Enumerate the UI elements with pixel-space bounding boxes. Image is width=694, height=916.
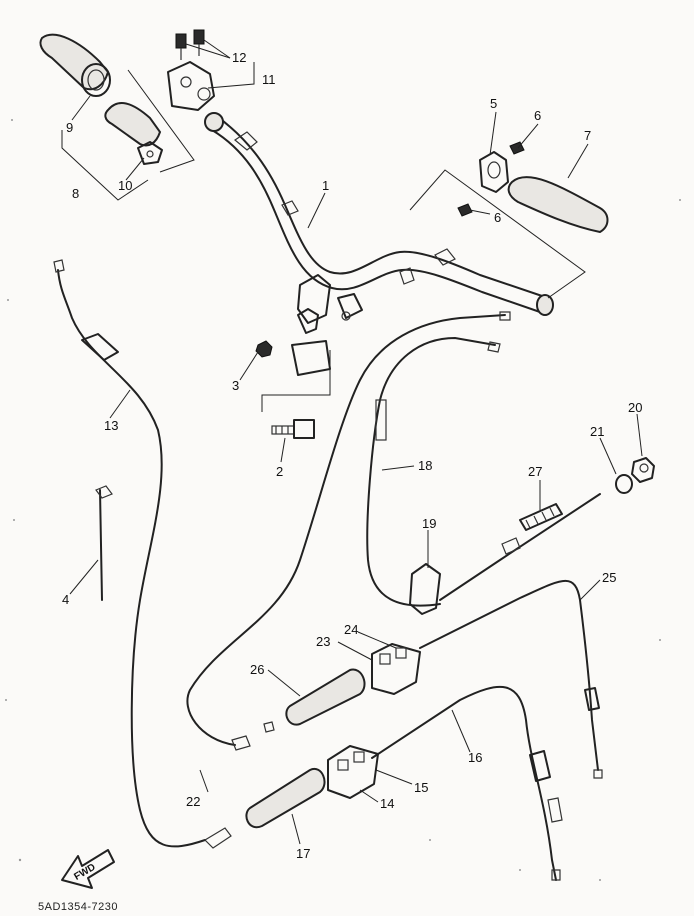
callout-10: 10	[118, 178, 132, 193]
callout-16: 16	[468, 750, 482, 765]
callout-18: 18	[418, 458, 432, 473]
callout-12: 12	[232, 50, 246, 65]
callout-1: 1	[322, 178, 329, 193]
leader-lines	[69, 39, 643, 845]
callout-labels: 1 2 3 4 5 6 6 7 8 9 10 11 12 13 14 15 16…	[62, 50, 642, 861]
callout-11: 11	[262, 72, 276, 87]
scan-noise	[5, 119, 681, 881]
drawing-code: 5AD1354-7230	[38, 901, 118, 913]
bolt	[271, 419, 315, 439]
clutch-cable	[419, 580, 603, 779]
sleeve	[285, 668, 366, 726]
throttle-housing	[167, 29, 255, 111]
callout-5: 5	[490, 96, 497, 111]
lower-cable	[371, 686, 563, 881]
callout-4: 4	[62, 592, 69, 607]
bracket-holder	[261, 350, 331, 412]
callout-6-lower: 6	[494, 210, 501, 225]
callout-15: 15	[414, 780, 428, 795]
handlebar-holder	[291, 274, 363, 376]
fwd-arrow	[61, 849, 115, 889]
callout-9: 9	[66, 120, 73, 135]
lower-switch-assembly	[327, 745, 379, 799]
throttle-cable	[186, 311, 511, 751]
callout-26: 26	[250, 662, 264, 677]
locknut	[615, 474, 633, 494]
callout-3: 3	[232, 378, 239, 393]
adjuster-cap	[631, 457, 655, 483]
callout-24: 24	[344, 622, 358, 637]
right-grip-assembly	[409, 141, 609, 299]
handlebar	[204, 112, 554, 316]
callout-23: 23	[316, 634, 330, 649]
switch-assembly	[371, 643, 421, 695]
callout-17: 17	[296, 846, 310, 861]
callout-22: 22	[186, 794, 200, 809]
callout-6-upper: 6	[534, 108, 541, 123]
left-grip-assembly	[39, 33, 195, 201]
lower-sleeve	[245, 767, 326, 829]
callout-20: 20	[628, 400, 642, 415]
callout-14: 14	[380, 796, 394, 811]
callout-8: 8	[72, 186, 79, 201]
callout-13: 13	[104, 418, 118, 433]
nut	[255, 340, 273, 358]
callout-27: 27	[528, 464, 542, 479]
callout-7: 7	[584, 128, 591, 143]
cable-adjuster	[439, 493, 601, 601]
cable-holder	[409, 563, 441, 615]
cable-tie	[95, 485, 113, 601]
callout-21: 21	[590, 424, 604, 439]
brake-cable	[53, 259, 232, 849]
callout-19: 19	[422, 516, 436, 531]
callout-25: 25	[602, 570, 616, 585]
fwd-label: FWD	[72, 862, 97, 883]
callout-2: 2	[276, 464, 283, 479]
